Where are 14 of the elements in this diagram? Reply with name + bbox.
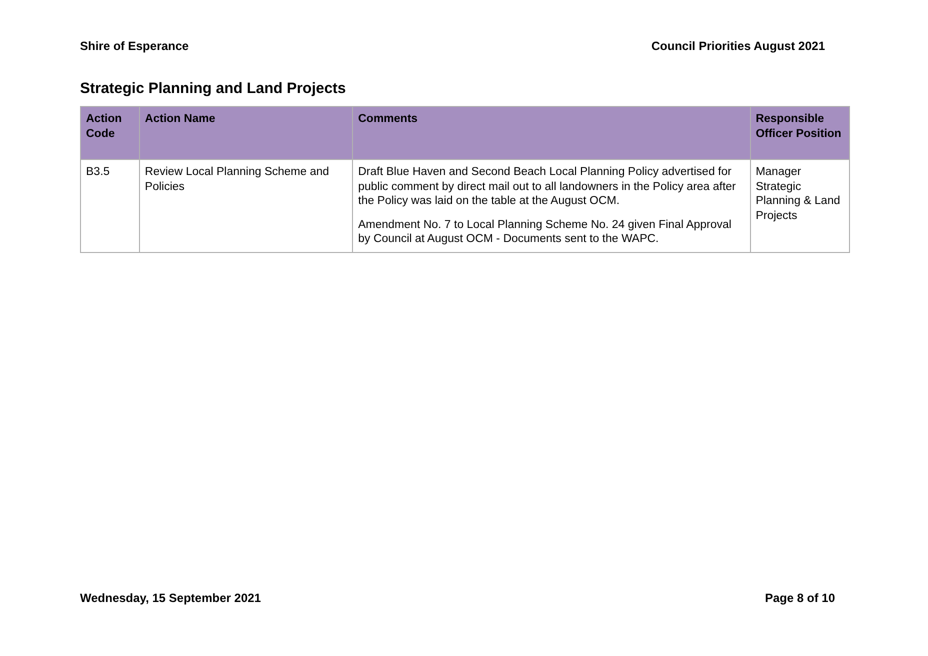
comment-text: Amendment No. 7 to Local Planning Scheme No. 24 given Final Approval by Council at August OCM - Documents sent to the WAPC. <box>358 218 732 246</box>
header-cell: Comments <box>352 106 750 160</box>
comment-text: Draft Blue Haven and Second Beach Local Planning Policy advertised for public comment by direct mail out to all landowners in the Policy area after the Policy was laid on the table at the August OCM. <box>358 165 737 208</box>
section-title: Strategic Planning and Land Projects <box>80 80 346 97</box>
table-cell: B3.5 <box>80 160 140 252</box>
page-header: Council Priorities August 2021 <box>651 39 825 53</box>
page-footer: Wednesday, 15 September 2021 <box>80 591 261 605</box>
header-cell: Action Name <box>139 106 353 160</box>
table-cell: Manager Strategic Planning & Land Projects <box>750 160 850 252</box>
header-cell: Responsible Officer Position <box>750 106 850 160</box>
header-cell: Action Code <box>80 106 140 160</box>
table-cell: Review Local Planning Scheme and Policies <box>139 160 353 252</box>
page-header: Shire of Esperance <box>80 39 189 53</box>
page-number: Page 8 of 10 <box>764 591 835 605</box>
